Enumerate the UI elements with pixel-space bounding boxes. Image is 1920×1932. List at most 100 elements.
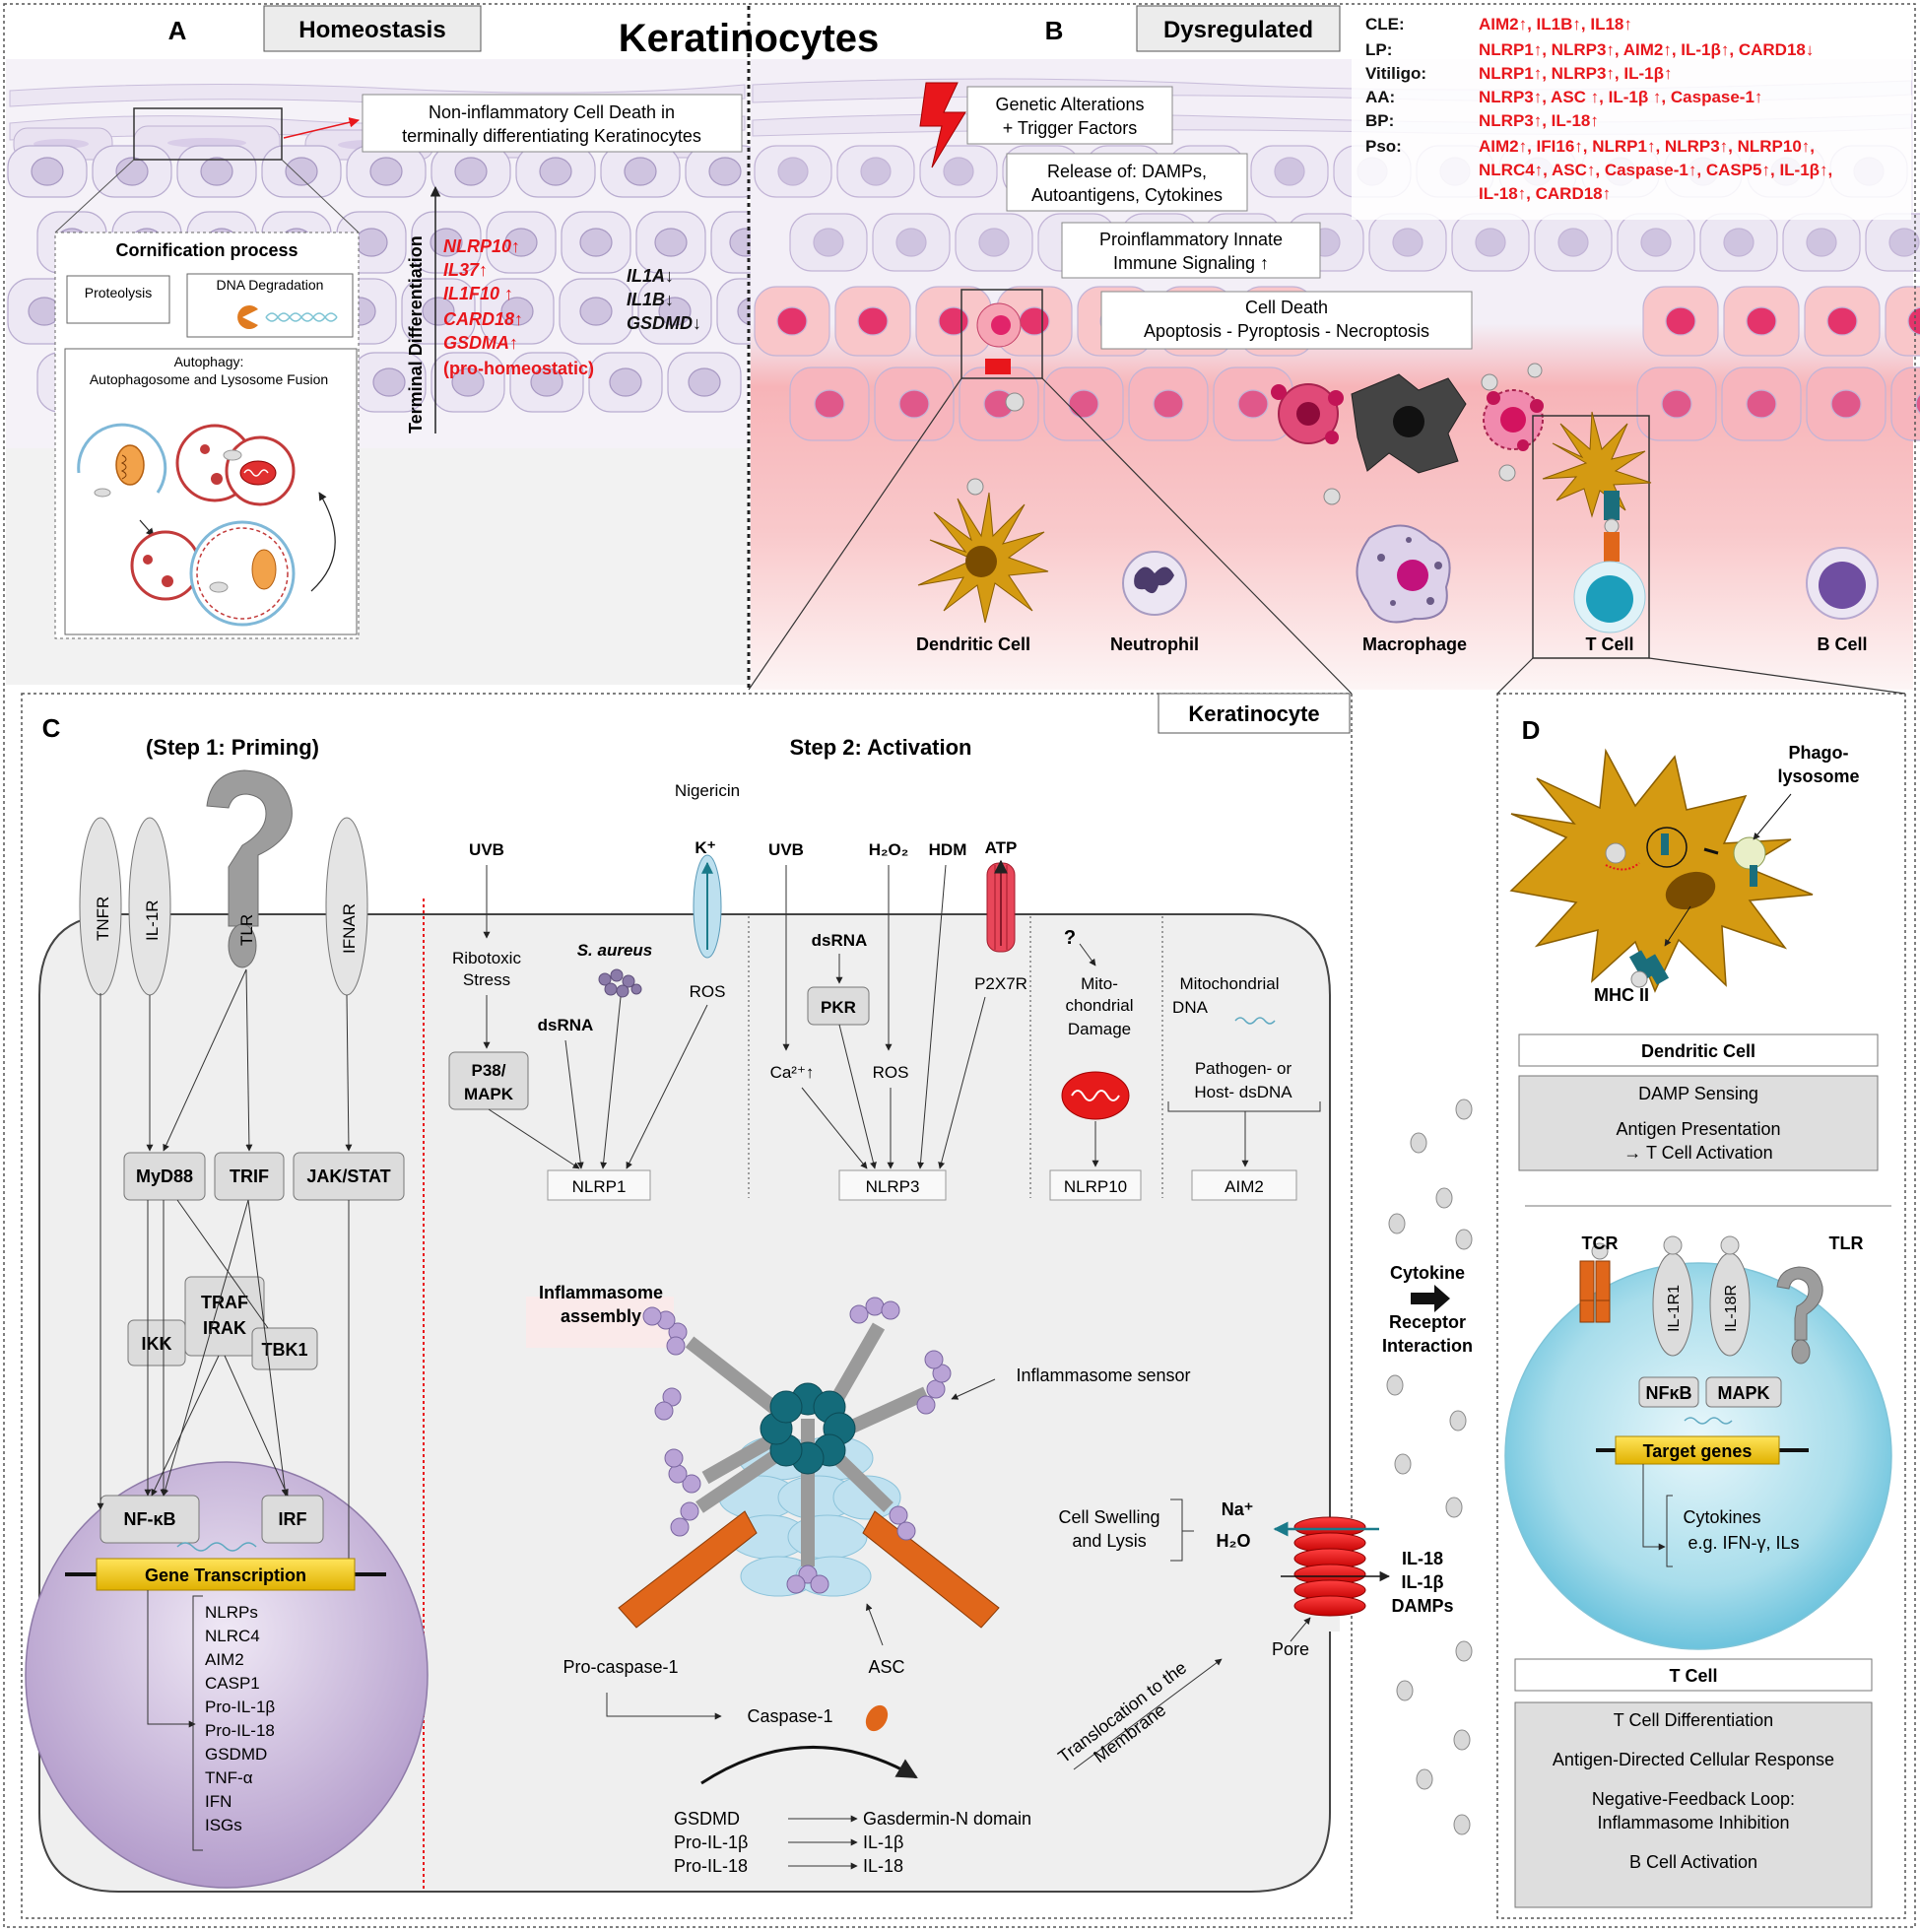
svg-text:DNA Degradation: DNA Degradation [217,277,324,293]
svg-text:UVB: UVB [768,840,804,859]
svg-text:CLE:: CLE: [1365,15,1405,33]
immune-cell-labels: Dendritic Cell Neutrophil Macrophage T C… [916,634,1868,654]
svg-text:NLRP10: NLRP10 [1064,1177,1127,1196]
keratinocyte-nucleus [500,297,534,326]
svg-text:Pro-IL-18: Pro-IL-18 [205,1721,275,1740]
svg-text:Inflammasome sensor: Inflammasome sensor [1016,1366,1190,1385]
svg-text:NLRP1: NLRP1 [572,1177,627,1196]
keratinocyte-nucleus [609,367,642,397]
svg-text:NLRP3↑, ASC ↑, IL-1β ↑, Caspas: NLRP3↑, ASC ↑, IL-1β ↑, Caspase-1↑ [1479,88,1762,106]
svg-text:CARD18↑: CARD18↑ [443,309,523,329]
svg-text:DNA: DNA [1172,998,1209,1017]
svg-text:Pore: Pore [1272,1639,1309,1659]
lysosome-icon [175,424,296,506]
keratinocyte-nucleus [1640,228,1672,257]
svg-text:Negative-Feedback Loop:: Negative-Feedback Loop: [1592,1789,1795,1809]
svg-text:AIM2: AIM2 [205,1650,244,1669]
keratinocyte-nucleus [1723,228,1754,257]
svg-text:B Cell: B Cell [1817,634,1867,654]
svg-text:ASC: ASC [868,1657,904,1677]
keratinocyte-nucleus [1907,306,1920,336]
bacteria-icon [598,968,642,998]
keratinocyte-nucleus [451,367,485,397]
svg-text:Inflammasome: Inflammasome [539,1283,663,1302]
pore-labels: Cell Swelling and Lysis Na⁺ H₂O Pore IL-… [1058,1499,1454,1659]
terminal-differentiation: Terminal Differentiation [406,185,441,433]
zoom-box-tcell [1496,415,1906,695]
step2-title: Step 2: Activation [790,735,972,760]
keratinocyte-nucleus [1153,389,1184,419]
svg-text:NLRP10↑: NLRP10↑ [443,236,520,256]
keratinocyte-nucleus [372,367,406,397]
keratinocyte-nucleus [1746,389,1777,419]
svg-text:H₂O: H₂O [1217,1531,1251,1551]
keratinocyte-nucleus [814,389,845,419]
noninflammatory-box: Non-inflammatory Cell Death in terminall… [362,94,743,153]
keratinocyte-nucleus [285,157,318,186]
svg-text:IRAK: IRAK [203,1318,246,1338]
svg-text:NLRP3↑, IL-18↑: NLRP3↑, IL-18↑ [1479,111,1599,130]
svg-text:Pro-IL-1β: Pro-IL-1β [205,1698,275,1716]
keratinocyte-nucleus [777,157,809,186]
svg-text:Nigericin: Nigericin [675,781,740,800]
svg-text:Macrophage: Macrophage [1362,634,1467,654]
keratinocyte-nucleus [1068,389,1099,419]
svg-text:LP:: LP: [1365,40,1392,59]
tcell-function-box: T Cell T Cell Differentiation Antigen-Di… [1514,1658,1873,1908]
svg-text:TBK1: TBK1 [261,1340,307,1360]
keratinocyte-nucleus [1274,157,1305,186]
svg-text:P38/: P38/ [472,1061,506,1080]
svg-text:HDM: HDM [929,840,967,859]
svg-text:Apoptosis - Pyroptosis - Necro: Apoptosis - Pyroptosis - Necroptosis [1144,321,1429,341]
svg-text:Keratinocyte: Keratinocyte [1188,701,1319,726]
panel-d-letter: D [1522,715,1541,745]
panel-a-letter: A [168,16,187,45]
svg-text:Homeostasis: Homeostasis [298,17,445,43]
dc-function-box: Dendritic Cell DAMP Sensing Antigen Pres… [1518,1033,1879,1171]
tlr-small-icon [1776,1266,1823,1341]
svg-text:MAPK: MAPK [1718,1383,1770,1403]
svg-text:TRAF: TRAF [201,1293,248,1312]
svg-text:B Cell Activation: B Cell Activation [1629,1852,1757,1872]
tlr-icon [206,769,293,927]
cornification-box: Cornification process Proteolysis DNA De… [54,232,360,639]
lightning-icon [919,82,966,168]
svg-text:IL37↑: IL37↑ [443,260,488,280]
svg-text:Terminal Differentiation: Terminal Differentiation [406,235,426,433]
svg-text:IKK: IKK [142,1334,172,1354]
svg-text:Interaction: Interaction [1382,1336,1473,1356]
neutrophil-icon [1122,551,1187,616]
svg-text:IL-18↑, CARD18↑: IL-18↑, CARD18↑ [1479,184,1611,203]
substrates: GSDMD Pro-IL-1β Pro-IL-18 Gasdermin-N do… [674,1809,1031,1876]
svg-text:Host- dsDNA: Host- dsDNA [1194,1083,1292,1101]
svg-text:Autoantigens, Cytokines: Autoantigens, Cytokines [1031,185,1223,205]
svg-text:NLRC4: NLRC4 [205,1627,260,1645]
cytokine-receptor-interaction: Cytokine Receptor Interaction [1382,1263,1473,1356]
main-title: Keratinocytes [619,17,880,60]
keratinocyte-cell [1885,286,1920,357]
caspase-icon [865,1704,889,1732]
keratinocyte-nucleus [454,157,488,186]
svg-text:Proinflammatory Innate: Proinflammatory Innate [1099,230,1283,249]
svg-text:Target genes: Target genes [1643,1441,1753,1461]
svg-text:NLRP1↑, NLRP3↑, IL-1β↑: NLRP1↑, NLRP3↑, IL-1β↑ [1479,64,1672,83]
gene-list: NLRPs NLRC4 AIM2 CASP1 Pro-IL-1β Pro-IL-… [205,1603,275,1834]
svg-text:Stress: Stress [463,970,510,989]
svg-text:Pathogen- or: Pathogen- or [1195,1059,1292,1078]
receptors-step1: TNFR IL-1R TLR IFNAR [79,769,368,996]
svg-text:Cell Swelling: Cell Swelling [1058,1507,1159,1527]
keratinocyte-nucleus [978,228,1010,257]
svg-text:CASP1: CASP1 [205,1674,260,1693]
keratinocyte-nucleus [1826,306,1858,336]
keratinocyte-nucleus [430,228,463,257]
keratinocyte-nucleus [369,157,403,186]
svg-text:Dendritic Cell: Dendritic Cell [916,634,1030,654]
keratinocyte-nucleus [1665,306,1696,336]
svg-text:?: ? [1064,927,1076,949]
svg-text:Antigen Presentation: Antigen Presentation [1616,1119,1780,1139]
keratinocyte-nucleus [530,367,563,397]
svg-text:TNFR: TNFR [94,897,112,941]
svg-text:IL-18R: IL-18R [1723,1285,1740,1332]
keratinocyte-nucleus [813,228,844,257]
svg-text:TLR: TLR [1829,1233,1864,1253]
